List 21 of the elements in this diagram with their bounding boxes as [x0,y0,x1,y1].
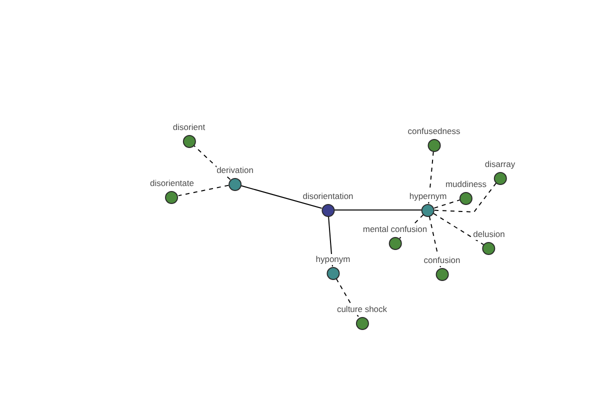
node-label: muddiness [445,179,487,190]
dashed-line [193,144,231,180]
connector-line [240,185,322,209]
node-label: hyponym [316,254,350,265]
node-label: disorientation [302,191,354,202]
node-label: disorientate [150,178,194,189]
node-label: delusion [473,229,505,240]
node-label: culture shock [336,304,388,315]
dashed-line [433,212,484,246]
node-label: disorient [172,122,206,133]
node-label: derivation [216,165,254,176]
dashed-line [178,184,230,196]
dashed-line [434,199,460,209]
dashed-line [434,182,497,213]
node-label: disarray [484,159,516,170]
node-label: confusedness [408,126,460,137]
node-label: confusion [424,255,460,266]
dashed-line [336,278,360,318]
dashed-line [428,150,434,204]
node-label: hypernym [409,191,447,202]
node-label: mental confusion [362,224,428,235]
